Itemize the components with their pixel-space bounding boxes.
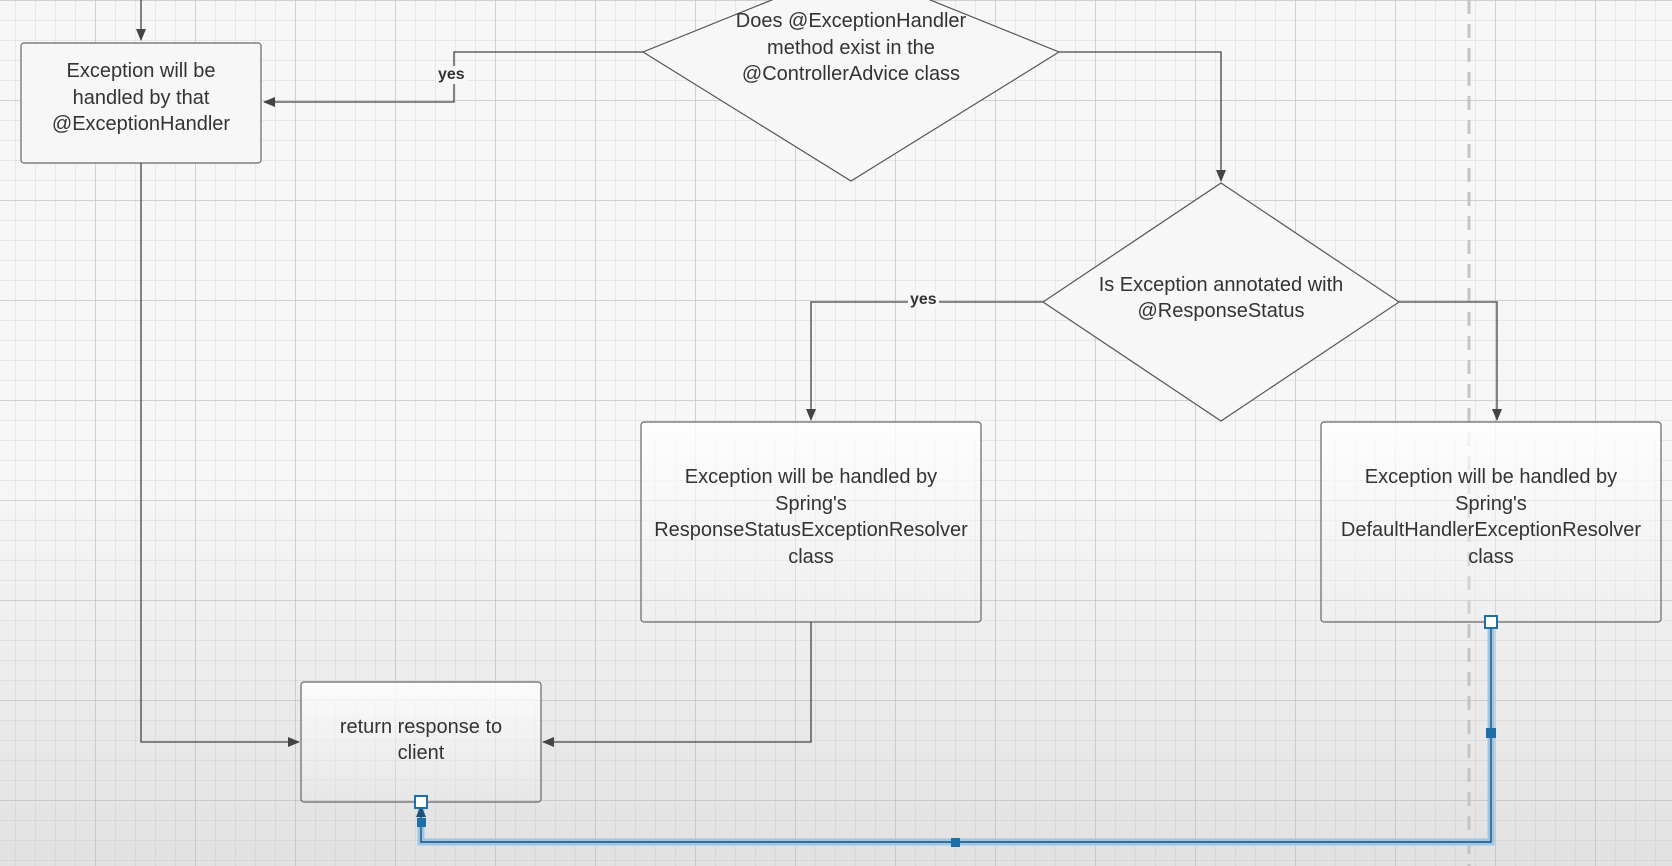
connector-status-yes[interactable] [806,301,1043,421]
connector-default-to-return-selected[interactable] [416,622,1495,846]
edge-label-status-yes: yes [908,291,939,309]
edge-label-advice-yes: yes [436,66,467,84]
decision-response-status-shape[interactable] [1041,182,1401,422]
connector-end-handle[interactable] [414,795,428,809]
process-handled-by-handler-label: Exception will be handled by that @Excep… [51,60,231,136]
connector-advice-no[interactable] [1059,51,1226,182]
process-response-status-resolver-label: Exception will be handled by Spring's Re… [654,466,968,568]
decision-controller-advice-label: Does @ExceptionHandler method exist in t… [735,10,967,86]
decision-response-status-label: Is Exception annotated with @ResponseSta… [1098,273,1344,323]
process-default-handler-resolver-label: Exception will be handled by Spring's De… [1340,466,1642,568]
connector-handler-to-return[interactable] [140,163,300,747]
process-return-response-label: return response to client [339,715,503,765]
connector-resolver-to-return[interactable] [542,622,812,747]
connector-midpoint-handle[interactable] [417,818,426,827]
connector-midpoint-handle[interactable] [1486,728,1496,738]
connector-midpoint-handle[interactable] [951,838,960,847]
decision-controller-advice-shape[interactable] [641,0,1061,182]
connector-start-handle[interactable] [1484,615,1498,629]
connector-status-no[interactable] [1399,301,1502,421]
